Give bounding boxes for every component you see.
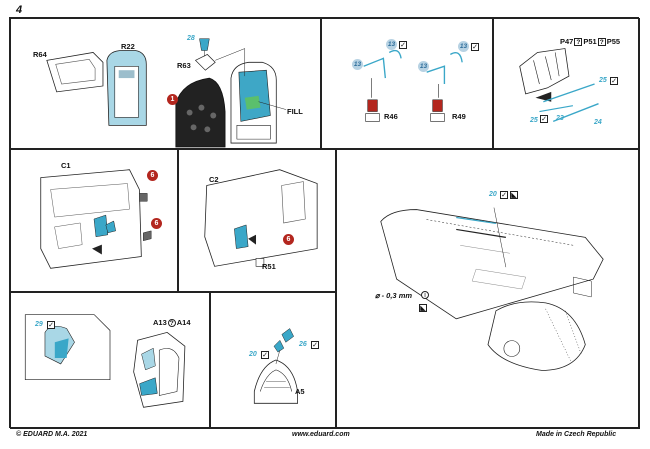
checkbox-icon: ✓: [399, 41, 407, 49]
part-bubble-13-d: 13: [458, 41, 469, 52]
step-badge: 1: [167, 94, 178, 105]
part-number-29: 29: [35, 321, 43, 328]
bend-icon: ◣: [510, 191, 518, 199]
label-a13: A13: [153, 318, 167, 327]
label-r49: R49: [452, 112, 466, 121]
label-a14: A14: [176, 318, 191, 327]
seat-drawing: [519, 48, 599, 123]
label-r46: R46: [384, 112, 398, 121]
panel-a13-a14: 29 ✓ A13?A14: [10, 292, 210, 429]
c2-drawing: [204, 169, 318, 267]
label-a5: A5: [295, 387, 305, 396]
page-number: 4: [16, 4, 23, 16]
question-icon: ?: [597, 38, 606, 47]
instrument-panel-drawing: [46, 38, 287, 148]
label-fill: FILL: [287, 107, 303, 116]
checkbox-icon: ✓: [610, 77, 618, 85]
label-p55: P55: [606, 37, 621, 46]
wing-drawing: [380, 207, 604, 371]
part-number-20: 20: [249, 351, 257, 358]
panel-a5: 20 ✓ 26 ✓ A5: [210, 292, 336, 429]
checkbox-icon: ✓: [311, 341, 319, 349]
a5-drawing: [253, 328, 298, 404]
panel-c1: C1 6 6: [10, 149, 178, 292]
label-r22: R22: [121, 42, 135, 51]
c1-drawing: [40, 169, 152, 269]
part-number-25-b: 25: [530, 117, 538, 124]
bend-icon: ◣: [419, 304, 427, 312]
footer-origin: Made in Czech Republic: [536, 431, 617, 438]
part-number-28: 28: [187, 35, 195, 42]
checkbox-icon: ✓: [500, 191, 508, 199]
step-badge-6: 6: [283, 234, 294, 245]
part-number-20: 20: [489, 191, 497, 198]
step-badge-6-b: 6: [151, 218, 162, 229]
panel-instrument-panel: R64 R22 28 R63 1 FILL: [10, 18, 321, 149]
checkbox-icon: ✓: [540, 115, 548, 123]
label-p47: P47: [560, 37, 574, 46]
question-icon: ?: [574, 38, 583, 47]
part-bubble-13-c: 13: [418, 61, 429, 72]
step-badge-6-a: 6: [147, 170, 158, 181]
label-c2: C2: [209, 175, 219, 184]
label-c1: C1: [61, 161, 71, 170]
panel-wing: 20 ✓ ◣ ⌀ - 0,3 mm i ◣: [336, 149, 640, 429]
panel-applicability: P47?P51?P55: [560, 37, 621, 47]
levers-drawing: [363, 49, 463, 122]
panel-c2: C2 6 R51: [178, 149, 336, 292]
part-number-24: 24: [594, 119, 602, 126]
footer-copyright: © EDUARD M.A. 2021: [16, 431, 88, 438]
a13-a14-drawing: [24, 314, 186, 408]
label-r64: R64: [33, 50, 47, 59]
part-bubble-13-b: 13: [386, 39, 397, 50]
label-r51: R51: [262, 262, 276, 271]
drill-note: ⌀ - 0,3 mm: [375, 291, 413, 300]
footer-website: www.eduard.com: [292, 431, 350, 438]
label-p51: P51: [583, 37, 597, 46]
part-bubble-13-a: 13: [352, 59, 363, 70]
drill-icon: i: [421, 291, 429, 299]
part-number-25-a: 25: [599, 77, 607, 84]
checkbox-icon: ✓: [47, 321, 55, 329]
label-r63: R63: [177, 61, 191, 70]
panel-seat: P47?P51?P55 25 ✓ 25 ✓ 23 24: [493, 18, 640, 149]
instruction-sheet-frame: R64 R22 28 R63 1 FILL 13 13 ✓ 13 13 ✓ R4…: [9, 17, 640, 429]
checkbox-icon: ✓: [261, 351, 269, 359]
part-number-26: 26: [299, 341, 307, 348]
part-number-23: 23: [556, 115, 564, 122]
panel-levers: 13 13 ✓ 13 13 ✓ R46 R49: [321, 18, 493, 149]
question-icon: ?: [167, 319, 176, 328]
checkbox-icon: ✓: [471, 43, 479, 51]
panel-applicability: A13?A14: [153, 318, 191, 328]
